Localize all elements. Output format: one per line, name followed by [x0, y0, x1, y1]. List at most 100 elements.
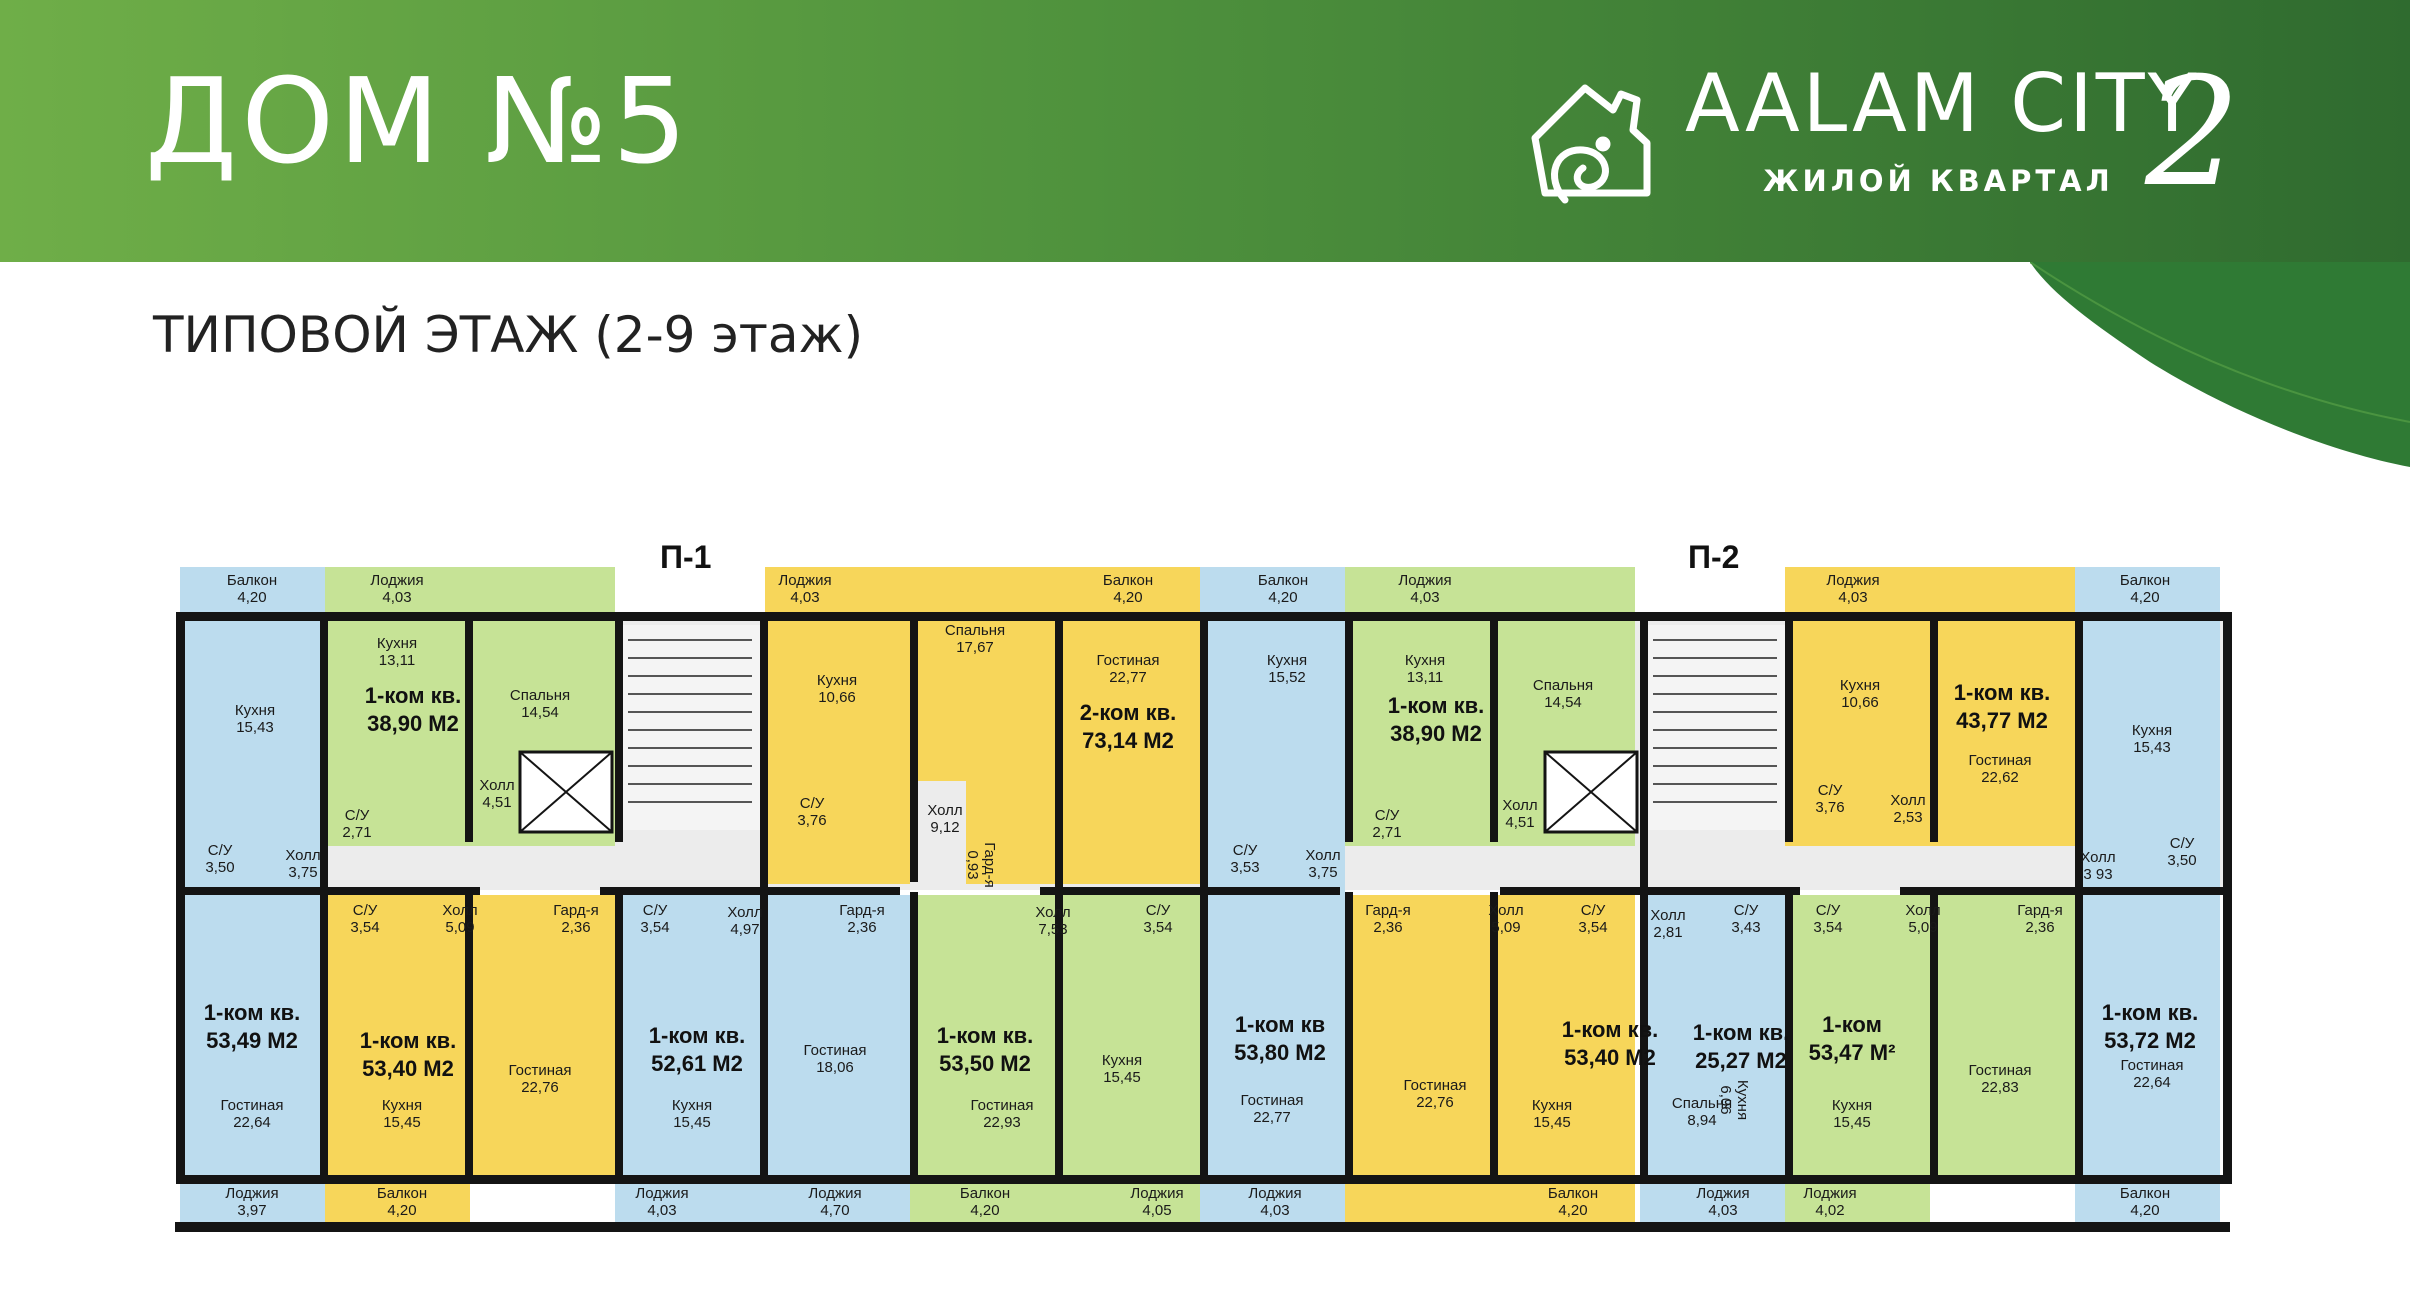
room-area: 3,76	[1815, 799, 1844, 816]
room-area: 7,53	[1038, 921, 1067, 938]
room-area: 3,50	[2167, 852, 2196, 869]
room-area: 4,03	[1410, 589, 1439, 606]
room-area: 2,71	[342, 824, 371, 841]
interior-wall	[1200, 612, 1208, 947]
room-name: Балкон	[2120, 1185, 2170, 1202]
room-area: 9,12	[930, 819, 959, 836]
room-zone	[1785, 567, 1930, 612]
interior-wall	[760, 892, 768, 1182]
room-name: Холл	[1035, 904, 1070, 921]
stair-step	[1653, 693, 1777, 695]
apartment-label: 1-ком кв.	[1388, 693, 1484, 718]
stair-step	[1653, 657, 1777, 659]
room-zone	[1930, 567, 2075, 612]
apartment-area: 53,72 М2	[2104, 1028, 2196, 1053]
stair-step	[628, 639, 752, 641]
room-name: Лоджия	[635, 1185, 688, 1202]
room-zone	[1930, 895, 2075, 1175]
section-label-p2: П-2	[1688, 539, 1739, 575]
stair-step	[1653, 639, 1777, 641]
room-zone	[1490, 567, 1635, 612]
room-zone	[1345, 895, 1490, 1175]
room-area: 15,45	[383, 1114, 421, 1131]
room-name: С/У	[800, 795, 825, 812]
room-name: Гостиная	[2121, 1057, 2184, 1074]
room-zone	[470, 895, 615, 1175]
interior-wall	[760, 612, 768, 892]
room-name: Спальня	[1672, 1095, 1732, 1112]
apartment-area: 53,47 М²	[1809, 1040, 1896, 1065]
apartment-label: 1-ком кв.	[2102, 1000, 2198, 1025]
room-zone	[765, 621, 910, 884]
room-zone	[615, 1184, 760, 1228]
room-name: Кухня	[377, 635, 417, 652]
room-zone	[1345, 567, 1490, 612]
room-area: 3 93	[2083, 866, 2112, 883]
stairwell	[1645, 625, 1785, 830]
interior-wall	[1930, 612, 1938, 842]
room-name: С/У	[208, 842, 233, 859]
room-area: 4,20	[1558, 1202, 1587, 1219]
wall-left	[176, 612, 185, 1184]
room-zone	[1785, 1184, 1930, 1228]
elevator-cross	[1544, 751, 1638, 833]
room-name: Холл	[1890, 792, 1925, 809]
apartment-area: 73,14 М2	[1082, 728, 1174, 753]
interior-wall	[1040, 887, 1340, 895]
room-area: 18,06	[816, 1059, 854, 1076]
room-area: 14,54	[521, 704, 559, 721]
stair-step	[1653, 675, 1777, 677]
stair-step	[628, 693, 752, 695]
room-area: 13,11	[379, 652, 415, 669]
room-area: 2,71	[1372, 824, 1401, 841]
room-name: Холл	[1305, 847, 1340, 864]
interior-wall	[1930, 892, 1938, 1182]
floor-subtitle: ТИПОВОЙ ЭТАЖ (2-9 этаж)	[153, 306, 864, 364]
interior-wall	[1490, 892, 1498, 1182]
room-area: 4,20	[237, 589, 266, 606]
room-name: Гостиная	[1241, 1092, 1304, 1109]
room-zone	[325, 621, 470, 846]
room-zone	[2075, 1184, 2220, 1228]
room-name: С/У	[1816, 902, 1841, 919]
room-area: 3,76	[797, 812, 826, 829]
interior-wall	[2075, 612, 2083, 947]
interior-wall	[615, 892, 623, 1182]
room-name: Холл	[2080, 849, 2115, 866]
interior-wall	[180, 887, 480, 895]
room-area: 15,45	[1533, 1114, 1571, 1131]
room-zone	[1200, 567, 1345, 612]
room-zone	[966, 781, 1055, 884]
room-area: 22,64	[233, 1114, 271, 1131]
room-name: Гостиная	[1969, 752, 2032, 769]
room-name: Гостиная	[971, 1097, 1034, 1114]
stair-step	[628, 747, 752, 749]
room-zone	[180, 1184, 325, 1228]
room-area: 3,43	[1731, 919, 1760, 936]
room-zone	[1055, 895, 1200, 1175]
room-zone	[1930, 621, 2075, 846]
room-zone	[470, 567, 615, 612]
room-area: 15,45	[1103, 1069, 1141, 1086]
room-name: Холл	[479, 777, 514, 794]
room-name: Кухня	[1405, 652, 1445, 669]
room-name: С/У	[2170, 835, 2195, 852]
room-name: Спальня	[1533, 677, 1593, 694]
room-name: Гостиная	[1404, 1077, 1467, 1094]
room-zone	[325, 895, 470, 1175]
apartment-label: 1-ком кв.	[1693, 1020, 1789, 1045]
room-name: Холл	[927, 802, 962, 819]
interior-wall	[1500, 887, 1800, 895]
room-area: 6,06	[1717, 1085, 1734, 1114]
room-zone	[1640, 1184, 1785, 1228]
room-area: 3,54	[1143, 919, 1172, 936]
interior-wall	[615, 612, 623, 842]
room-name: Холл	[1502, 797, 1537, 814]
interior-wall	[465, 892, 473, 1182]
logo-digit: 2	[2145, 46, 2241, 220]
wall-right	[2223, 612, 2232, 1184]
apartment-label: 1-ком кв.	[1954, 680, 2050, 705]
room-area: 13,11	[1407, 669, 1443, 686]
room-area: 5,09	[1491, 919, 1520, 936]
